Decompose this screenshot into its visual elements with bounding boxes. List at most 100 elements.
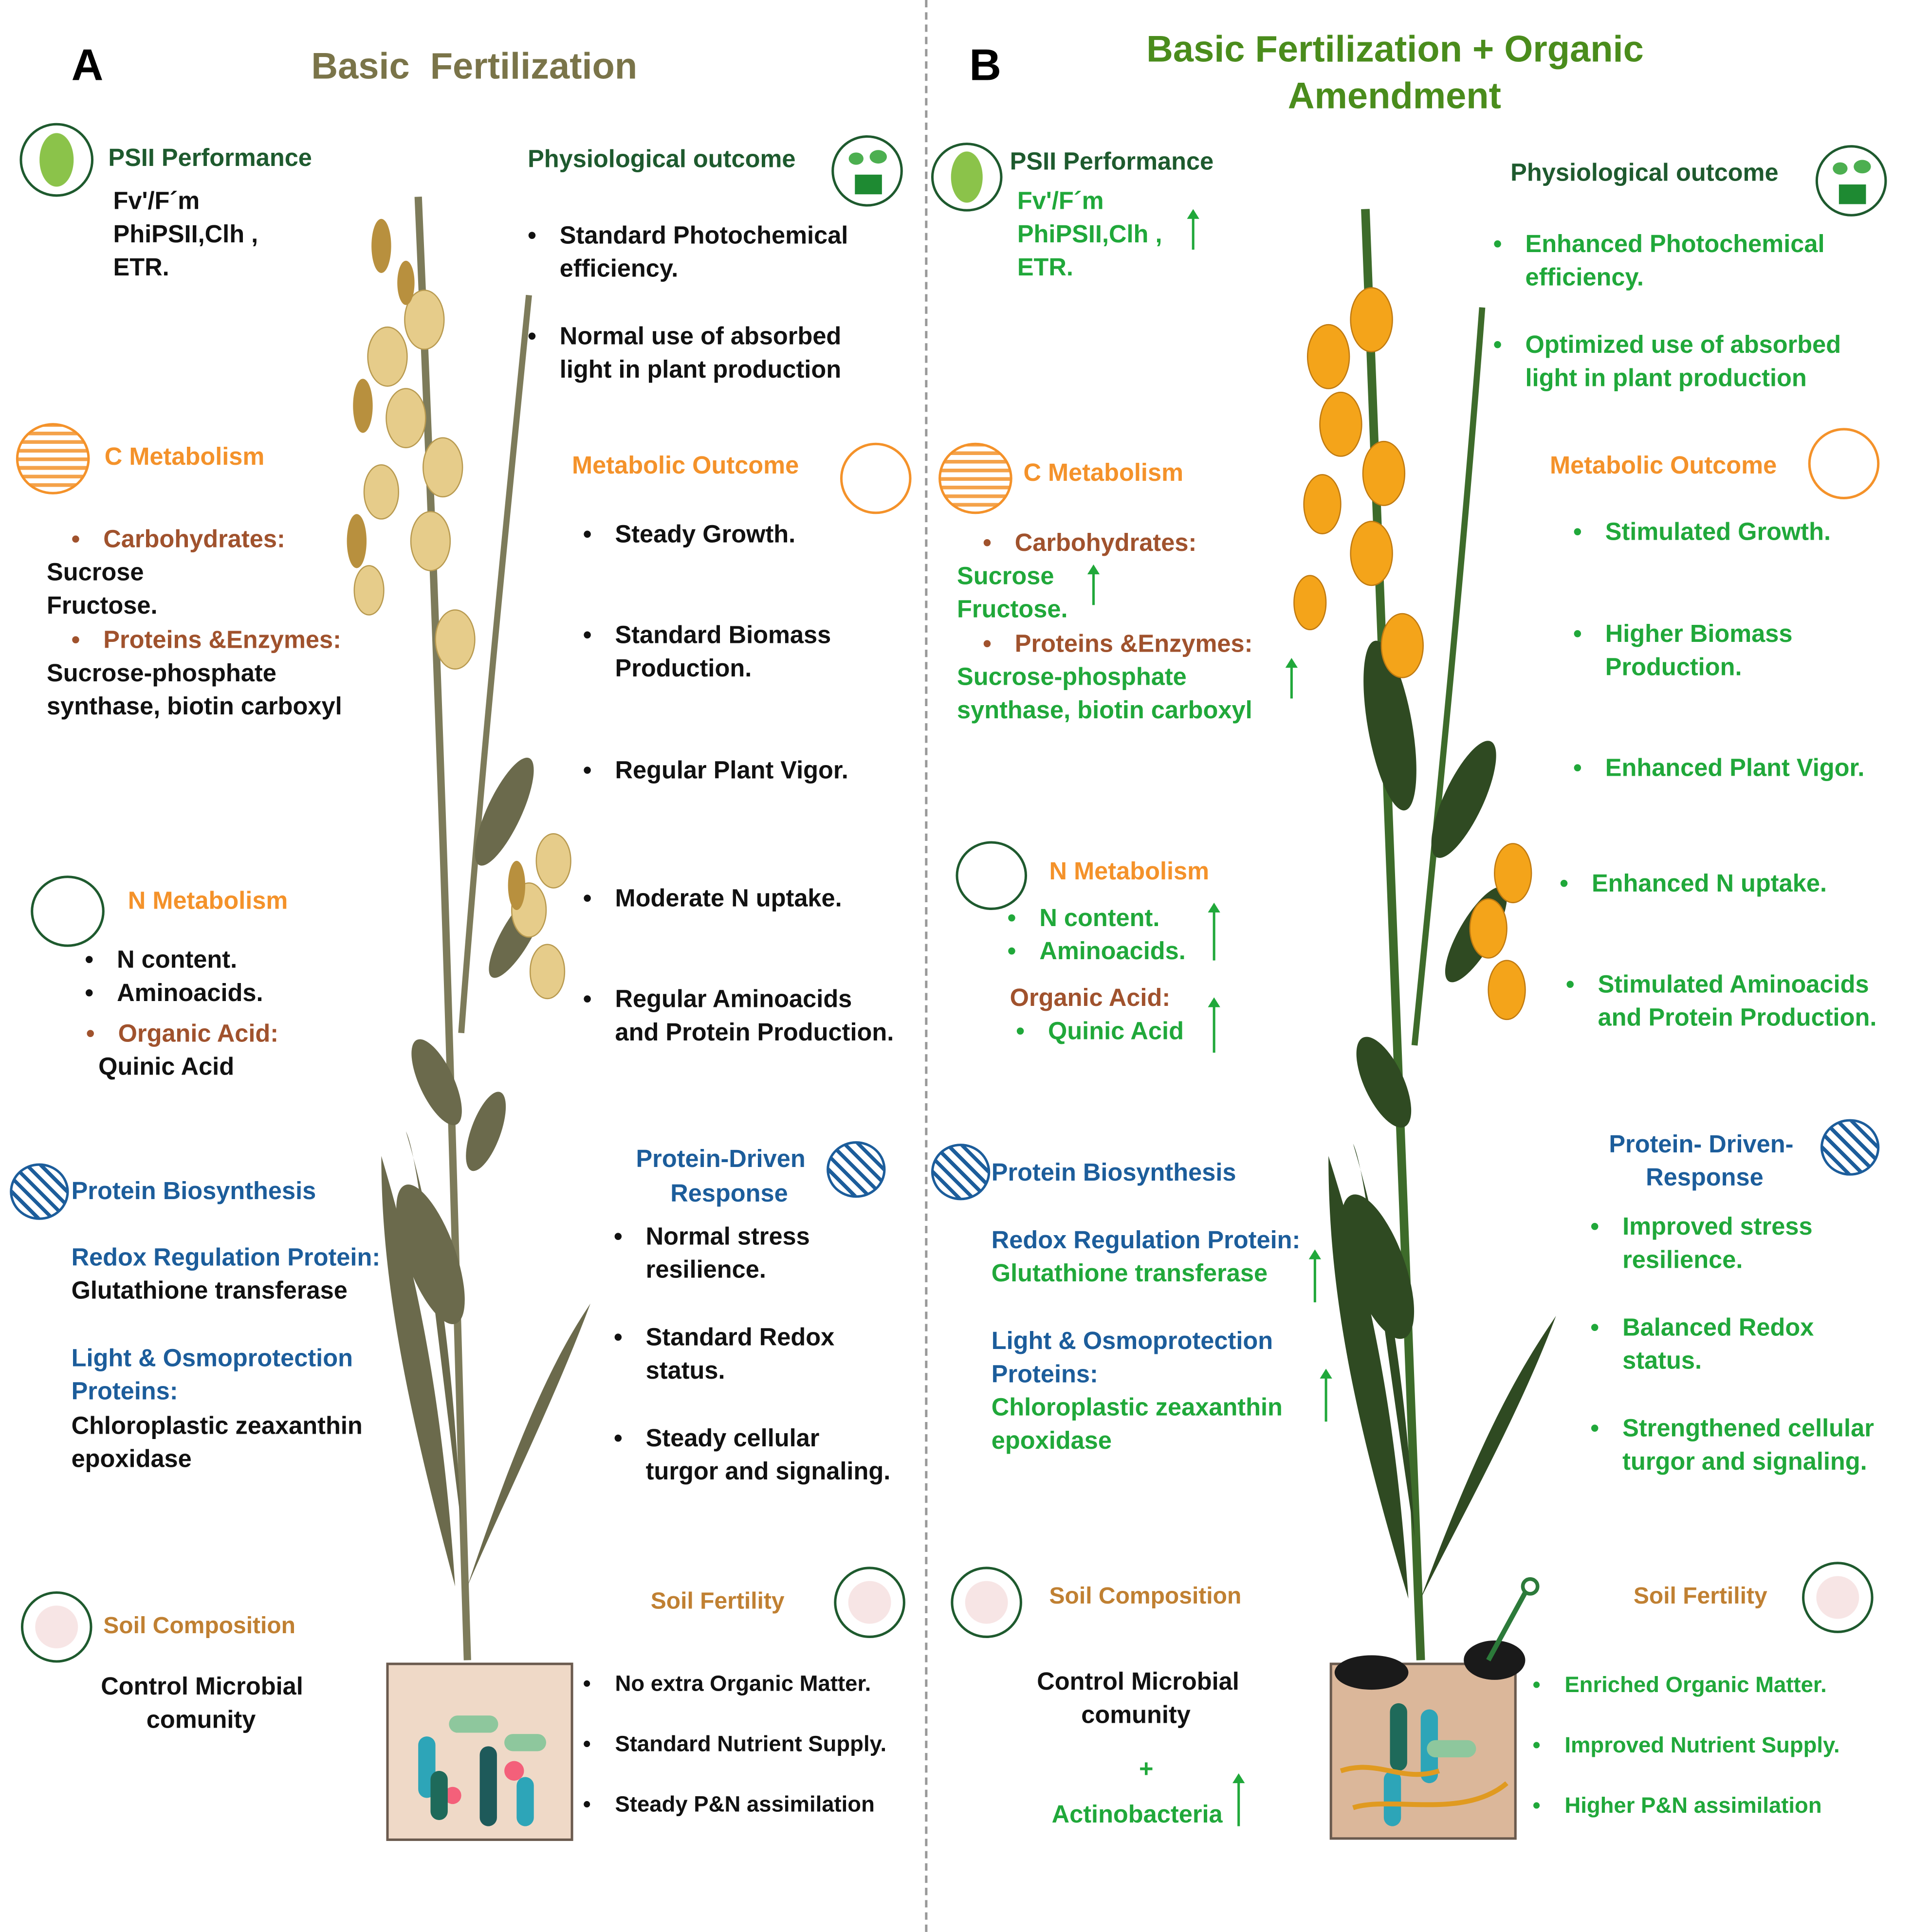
metab-b2-line2-a: Production. [615, 655, 752, 683]
physio-b1-line2-a: efficiency. [559, 255, 679, 283]
fert-b2-b: Improved Nutrient Supply. [1533, 1730, 1840, 1761]
protbio-redox-line-a: Glutathione transferase [71, 1277, 348, 1305]
resp-b3-line1-b: Strengthened cellular [1591, 1413, 1874, 1446]
panel-divider [925, 0, 928, 1932]
nmet-org-a: Organic Acid: [86, 1018, 278, 1051]
amino-acid-icon [956, 841, 1028, 910]
microbiome-icon [20, 1591, 92, 1663]
soil-extra-b: Actinobacteria [1051, 1802, 1223, 1829]
protbio-light-line1-a: Light & Osmoprotection [71, 1345, 353, 1373]
resp-b1-line1-b: Improved stress [1591, 1211, 1813, 1244]
leaf-icon [931, 143, 1003, 212]
microbes-a [418, 1715, 546, 1826]
fert-b3-a: Steady P&N assimilation [583, 1789, 875, 1820]
metab-b3-b: Enhanced Plant Vigor. [1573, 753, 1864, 786]
increase-arrow-icon [1208, 902, 1220, 961]
psii-line-3-b: ETR. [1017, 255, 1073, 282]
fert-heading-b: Soil Fertility [1633, 1584, 1767, 1610]
protbio-redox-a: Redox Regulation Protein: [71, 1244, 381, 1272]
metab-heading-b: Metabolic Outcome [1550, 452, 1777, 480]
protbio-light-line2-a: Proteins: [71, 1378, 178, 1406]
resp-b1-line1-a: Normal stress [614, 1221, 810, 1254]
resp-b3-line2-b: turgor and signaling. [1622, 1448, 1867, 1476]
resp-b3-line1-a: Steady cellular [614, 1423, 820, 1456]
nmet-b2-b: Aminoacids. [1008, 936, 1186, 969]
panel-a-title: Basic Fertilization [311, 47, 638, 88]
amino-acid-icon [31, 875, 105, 947]
protein-helix-icon [1820, 1119, 1880, 1176]
metab-b5-line2-a: and Protein Production. [615, 1019, 894, 1047]
metab-b2-line1-a: Standard Biomass [583, 620, 831, 653]
cmet-carb-line2-a: Fructose. [47, 593, 158, 620]
protbio-light-val2-a: epoxidase [71, 1446, 192, 1474]
physio-b2-line2-b: light in plant production [1525, 365, 1807, 393]
protbio-heading-a: Protein Biosynthesis [71, 1178, 316, 1205]
cmet-prot-line1-b: Sucrose-phosphate [957, 664, 1187, 692]
panel-a-letter: A [71, 39, 104, 90]
fert-b2-a: Standard Nutrient Supply. [583, 1729, 886, 1760]
protbio-redox-line-b: Glutathione transferase [991, 1260, 1268, 1288]
carbon-layers-icon [938, 442, 1012, 514]
physio-b1-line1-b: Enhanced Photochemical [1493, 229, 1825, 262]
increase-arrow-icon [1087, 564, 1100, 605]
cmet-heading-a: C Metabolism [104, 444, 265, 471]
resp-b1-line2-b: resilience. [1622, 1247, 1743, 1274]
psii-line-3-a: ETR. [113, 255, 169, 282]
seedling-pot-icon [831, 135, 903, 207]
soil-heading-a: Soil Composition [103, 1613, 296, 1640]
increase-arrow-icon [1232, 1773, 1245, 1826]
protbio-redox-b: Redox Regulation Protein: [991, 1227, 1301, 1255]
physio-heading-b: Physiological outcome [1510, 160, 1779, 187]
resp-heading-line1-b: Protein- Driven- [1609, 1131, 1794, 1159]
resp-b2-line2-a: status. [645, 1357, 725, 1385]
resp-b2-line2-b: status. [1622, 1348, 1702, 1375]
psii-heading-a: PSII Performance [108, 145, 312, 172]
microbiome-icon [834, 1567, 905, 1638]
cmet-carb-line1-b: Sucrose [957, 563, 1054, 590]
resp-b2-line1-b: Balanced Redox [1591, 1312, 1814, 1345]
cmet-carb-b: Carbohydrates: [983, 528, 1196, 561]
physio-heading-a: Physiological outcome [528, 146, 796, 174]
metab-b5-line1-a: Regular Aminoacids [583, 984, 852, 1017]
metab-b5-line2-b: and Protein Production. [1598, 1004, 1877, 1032]
soil-line2-a: comunity [146, 1707, 256, 1734]
cmet-carb-line2-b: Fructose. [957, 596, 1068, 624]
physio-b2-line1-b: Optimized use of absorbed [1493, 329, 1841, 363]
increase-arrow-icon [1285, 657, 1298, 699]
panel-b-title-line2: Amendment [1287, 76, 1501, 117]
cmet-prot-b: Proteins &Enzymes: [983, 628, 1253, 661]
cmet-prot-line2-b: synthase, biotin carboxyl [957, 697, 1252, 725]
nmet-org-line-b: Quinic Acid [1016, 1016, 1184, 1049]
metab-b2-line2-b: Production. [1605, 654, 1742, 681]
cmet-prot-line1-a: Sucrose-phosphate [47, 660, 276, 688]
physio-b2-line2-a: light in plant production [559, 356, 842, 384]
microbes-b [1383, 1703, 1476, 1826]
cmet-prot-line2-a: synthase, biotin carboxyl [47, 693, 342, 721]
increase-arrow-icon [1320, 1368, 1332, 1422]
metab-b2-line1-b: Higher Biomass [1573, 619, 1793, 652]
protein-helix-icon [931, 1144, 991, 1201]
psii-line-1-a: Fv'/F´m [113, 188, 200, 216]
cmet-heading-b: C Metabolism [1023, 460, 1184, 487]
increase-arrow-icon [1308, 1249, 1321, 1303]
nmet-heading-b: N Metabolism [1049, 858, 1210, 886]
microbiome-icon [951, 1567, 1022, 1638]
leaf-icon [19, 123, 94, 197]
microbiome-icon [1802, 1562, 1874, 1633]
psii-line-2-a: PhiPSII,Clh , [113, 221, 258, 249]
increase-arrow-icon [1208, 997, 1220, 1053]
protbio-light-val1-b: Chloroplastic zeaxanthin [991, 1394, 1283, 1422]
protbio-light-val1-a: Chloroplastic zeaxanthin [71, 1413, 363, 1440]
panel-b-title-line1: Basic Fertilization + Organic [1146, 29, 1644, 71]
metab-b4-a: Moderate N uptake. [583, 883, 842, 916]
resp-heading-line1-a: Protein-Driven [636, 1146, 806, 1173]
psii-heading-b: PSII Performance [1010, 148, 1214, 176]
metab-b5-line1-b: Stimulated Aminoacids [1566, 969, 1869, 1002]
protbio-light-val2-b: epoxidase [991, 1427, 1112, 1455]
panel-b-letter: B [969, 39, 1001, 90]
nmet-org-b: Organic Acid: [1010, 985, 1171, 1012]
nmet-b2-a: Aminoacids. [85, 978, 263, 1011]
soil-line1-a: Control Microbial [101, 1674, 303, 1701]
protbio-heading-b: Protein Biosynthesis [991, 1159, 1236, 1187]
